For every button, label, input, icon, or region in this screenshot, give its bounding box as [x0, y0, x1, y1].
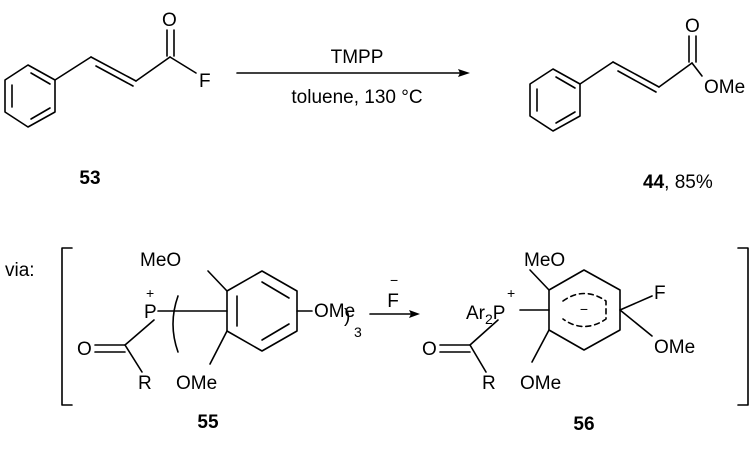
- int55-carbonyl-oxygen: O: [77, 339, 92, 360]
- compound-number-53: 53: [79, 168, 100, 189]
- int56-fluoro: F: [654, 283, 666, 304]
- int55-methoxy-top: MeO: [140, 250, 181, 271]
- int56-aryl-phosphonium: Ar2P: [466, 303, 505, 327]
- reactant-carbonyl-oxygen: O: [162, 10, 177, 31]
- int56-ring-negative-charge: −: [580, 301, 588, 317]
- product-yield: , 85%: [664, 172, 713, 193]
- product-number-and-yield: 44, 85%: [643, 172, 713, 193]
- int56-aryl-subscript: 2: [485, 311, 493, 327]
- product-44-structure: [529, 35, 703, 132]
- right-bracket: [737, 247, 749, 406]
- reagent-label: TMPP: [331, 47, 384, 68]
- int56-phosphorus: P: [493, 303, 506, 324]
- int55-r-group: R: [138, 373, 152, 394]
- int56-positive-charge: +: [507, 285, 515, 301]
- int55-subscript-3: 3: [354, 324, 362, 340]
- int55-positive-charge: +: [146, 285, 154, 301]
- via-label: via:: [5, 260, 35, 281]
- intermediate-56-structure: −: [439, 269, 653, 373]
- left-bracket: [61, 247, 73, 406]
- int56-r-group: R: [482, 373, 496, 394]
- int55-close-paren: ): [344, 306, 350, 327]
- int55-methoxy-para: OMe: [314, 301, 355, 322]
- reaction-arrow: [236, 69, 470, 77]
- reactant-fluoride-label: F: [199, 71, 211, 92]
- int56-methoxy-para: OMe: [654, 337, 695, 358]
- int55-methoxy-bottom: OMe: [176, 373, 217, 394]
- compound-number-55: 55: [197, 412, 219, 433]
- fluoride-label: F: [387, 291, 399, 312]
- product-carbonyl-oxygen: O: [685, 16, 700, 37]
- int56-carbonyl-oxygen: O: [422, 339, 437, 360]
- int56-aryl: Ar: [466, 303, 486, 324]
- compound-number-44: 44: [643, 172, 665, 193]
- int55-phosphorus: P: [144, 302, 157, 323]
- fluoride-negative-charge: −: [390, 272, 398, 288]
- intermediate-55-structure: [94, 270, 313, 373]
- int56-methoxy-bottom: OMe: [520, 373, 561, 394]
- reactant-53-structure: [4, 29, 197, 128]
- compound-number-56: 56: [573, 414, 594, 435]
- conditions-label: toluene, 130 °C: [291, 87, 422, 108]
- int56-methoxy-top: MeO: [524, 250, 565, 271]
- fluoride-addition-arrow: [369, 310, 420, 318]
- product-methoxy-label: OMe: [704, 77, 745, 98]
